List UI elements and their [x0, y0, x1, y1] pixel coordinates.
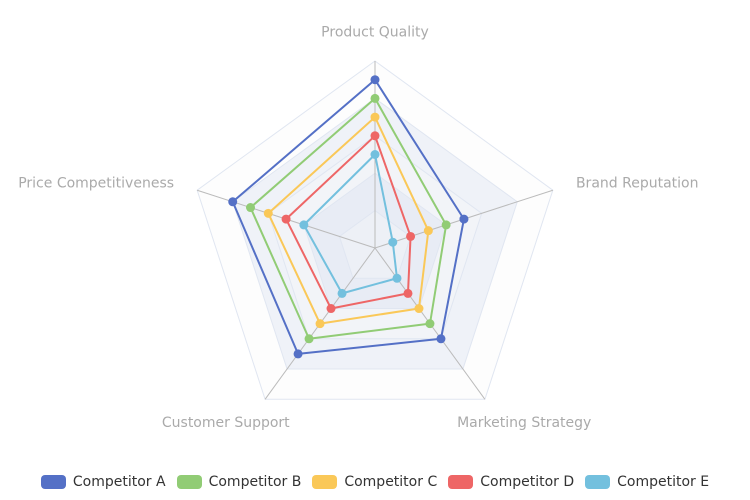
data-point-competitor-a-2 [436, 334, 446, 344]
data-point-competitor-e-0 [370, 150, 380, 159]
legend-item[interactable]: Competitor E [585, 474, 709, 490]
legend-label: Competitor A [72, 474, 166, 490]
axis-label-price-competitiveness: Price Competitiveness [18, 176, 174, 192]
data-point-competitor-d-1 [406, 231, 416, 241]
series-line-competitor-c [267, 116, 430, 325]
legend-label: Competitor B [208, 474, 302, 490]
data-point-competitor-c-3 [315, 319, 325, 329]
legend-swatch-icon [448, 475, 474, 489]
series-line-competitor-b [249, 97, 448, 340]
data-point-competitor-a-3 [293, 349, 303, 359]
split-line [267, 135, 483, 340]
axis-label-customer-support: Customer Support [162, 415, 290, 431]
data-point-competitor-d-4 [281, 214, 291, 224]
data-point-competitor-b-2 [425, 319, 435, 329]
legend-swatch-icon [312, 475, 338, 489]
series-line-competitor-a [231, 78, 465, 355]
legend-item[interactable]: Competitor A [40, 474, 166, 490]
data-point-competitor-b-3 [304, 334, 314, 344]
data-point-competitor-c-0 [370, 112, 380, 122]
data-point-competitor-e-2 [392, 273, 402, 283]
legend-label: Competitor C [344, 474, 438, 490]
data-point-competitor-e-3 [337, 288, 347, 298]
data-point-competitor-a-4 [228, 197, 238, 207]
legend-item[interactable]: Competitor D [448, 474, 574, 490]
data-point-competitor-b-4 [246, 203, 256, 213]
legend-item[interactable]: Competitor C [312, 474, 437, 490]
legend-swatch-icon [176, 475, 202, 489]
series-line-competitor-e [302, 153, 398, 295]
legend: Competitor A Competitor B Competitor C Comp… [0, 474, 750, 490]
axis-label-marketing-strategy: Marketing Strategy [457, 415, 591, 431]
data-point-competitor-b-0 [370, 93, 380, 103]
split-line [232, 97, 518, 370]
data-point-competitor-c-1 [423, 226, 433, 236]
axis-label-brand-reputation: Brand Reputation [576, 176, 699, 192]
data-point-competitor-a-1 [459, 214, 469, 224]
data-point-competitor-b-1 [441, 220, 451, 230]
legend-label: Competitor E [617, 474, 710, 490]
axis-label-product-quality: Product Quality [321, 25, 429, 41]
series-line-competitor-d [285, 134, 412, 310]
legend-item[interactable]: Competitor B [176, 474, 302, 490]
legend-swatch-icon [585, 475, 611, 489]
data-point-competitor-d-3 [326, 304, 336, 314]
legend-swatch-icon [40, 475, 66, 489]
data-point-competitor-e-1 [388, 237, 398, 247]
legend-label: Competitor D [480, 474, 575, 490]
data-point-competitor-c-4 [263, 208, 273, 218]
data-point-competitor-d-0 [370, 131, 380, 141]
data-point-competitor-a-0 [370, 75, 380, 85]
split-line [303, 172, 447, 310]
data-point-competitor-c-2 [414, 304, 424, 314]
data-point-competitor-e-4 [299, 220, 309, 230]
data-point-competitor-d-2 [403, 288, 413, 298]
split-line [196, 60, 554, 400]
split-line [338, 209, 412, 279]
